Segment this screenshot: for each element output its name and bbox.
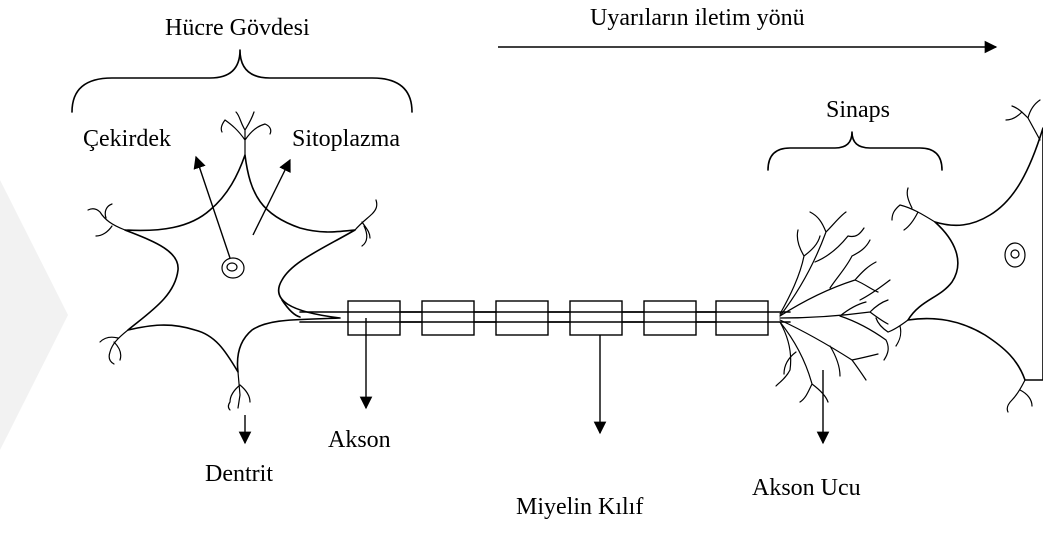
cell-body-label: Hücre Gövdesi — [165, 16, 310, 40]
myelin-segment — [716, 301, 768, 335]
nucleus-pointer-arrow — [196, 157, 230, 258]
postsynaptic-cell-outline — [908, 128, 1043, 380]
myelin-segments — [348, 301, 768, 335]
myelin-segment — [422, 301, 474, 335]
axon-terminal-label: Akson Ucu — [752, 476, 861, 500]
cytoplasm-label: Sitoplazma — [292, 127, 400, 151]
postsynaptic-nucleus — [1005, 243, 1025, 267]
dendrites-left — [88, 112, 377, 410]
nucleus-shape — [222, 258, 244, 278]
synapse-brace — [768, 132, 942, 170]
myelin-sheath-label: Miyelin Kılıf — [516, 495, 643, 519]
axon-label: Akson — [328, 428, 391, 452]
watermark-shape — [0, 180, 68, 450]
cell-body-outline — [125, 155, 355, 372]
nucleus-label: Çekirdek — [83, 127, 171, 151]
signal-direction-label: Uyarıların iletim yönü — [590, 6, 805, 30]
axon-terminal-branches — [776, 212, 890, 402]
postsynaptic-nucleolus — [1011, 250, 1019, 258]
synapse-label: Sinaps — [826, 98, 890, 122]
myelin-segment — [570, 301, 622, 335]
dendrite-label: Dentrit — [205, 462, 273, 486]
cytoplasm-pointer-arrow — [253, 160, 290, 235]
nucleolus-shape — [227, 263, 237, 271]
myelin-segment — [348, 301, 400, 335]
cell-body-brace — [72, 50, 412, 112]
myelin-segment — [644, 301, 696, 335]
myelin-segment — [496, 301, 548, 335]
postsynaptic-neuron — [876, 100, 1043, 412]
cell-body — [125, 155, 355, 372]
